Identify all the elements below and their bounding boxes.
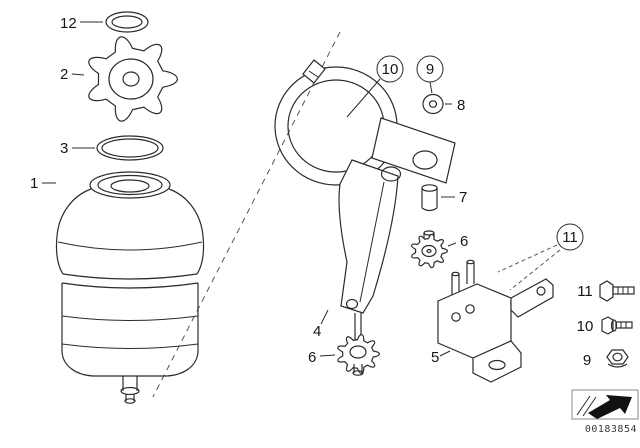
callout-2-label[interactable]: 2 xyxy=(60,66,68,83)
pin-sleeve-drawing xyxy=(421,184,438,212)
callout-12-label[interactable]: 12 xyxy=(60,15,77,32)
callout-10-circled[interactable]: 10 xyxy=(346,55,404,118)
image-code: 00183854 xyxy=(585,424,637,435)
legend-row-9[interactable]: 9 xyxy=(583,349,629,369)
callout-3[interactable]: 3 xyxy=(60,140,95,157)
direction-stamp: 00183854 xyxy=(571,389,639,435)
callout-11-leader-b xyxy=(509,249,561,291)
callout-2-leader xyxy=(71,73,85,76)
rubber-mount-lower-drawing xyxy=(337,334,380,376)
bracket-drawing xyxy=(338,159,402,346)
callout-9-label[interactable]: 9 xyxy=(426,61,434,78)
callout-6-upper[interactable]: 6 xyxy=(447,233,468,250)
callout-4-label[interactable]: 4 xyxy=(313,323,321,340)
callout-4-leader xyxy=(320,309,329,325)
callout-10-circle xyxy=(376,55,404,83)
callout-7[interactable]: 7 xyxy=(441,189,467,206)
legend-row-10[interactable]: 10 xyxy=(577,316,633,335)
callout-11-circled[interactable]: 11 xyxy=(497,223,584,291)
callout-10-leader xyxy=(346,78,381,118)
legend-10-label[interactable]: 10 xyxy=(577,318,594,335)
callout-5-leader xyxy=(439,350,451,357)
callout-11-circle xyxy=(556,223,584,251)
callout-6-lower-leader xyxy=(319,354,336,357)
callout-9-leader xyxy=(429,81,433,94)
support-bracket-drawing xyxy=(437,259,554,383)
rubber-mount-upper-drawing xyxy=(411,230,448,269)
callout-9-circle xyxy=(416,55,444,83)
callout-5-label[interactable]: 5 xyxy=(431,349,439,366)
legend-row-11[interactable]: 11 xyxy=(577,280,635,302)
washer-drawing xyxy=(422,93,444,115)
callout-11-label[interactable]: 11 xyxy=(562,229,578,246)
flange-nut-icon xyxy=(606,349,629,368)
seal-ring-drawing xyxy=(96,135,164,161)
callout-10-label[interactable]: 10 xyxy=(382,61,399,78)
callout-8[interactable]: 8 xyxy=(445,97,465,114)
callout-2[interactable]: 2 xyxy=(60,66,85,83)
callout-6-lower-label[interactable]: 6 xyxy=(308,349,316,366)
direction-arrow-icon xyxy=(576,395,632,419)
hex-bolt-icon xyxy=(599,280,635,302)
callout-1-label[interactable]: 1 xyxy=(30,175,38,192)
callout-1[interactable]: 1 xyxy=(30,175,56,192)
callout-4[interactable]: 4 xyxy=(313,309,329,340)
callout-11-leader-a xyxy=(497,244,558,273)
callout-6-upper-label[interactable]: 6 xyxy=(460,233,468,250)
holder-plate-drawing xyxy=(371,117,456,184)
callout-9-circled[interactable]: 9 xyxy=(416,55,444,94)
reservoir-drawing xyxy=(55,171,205,404)
callout-6-lower[interactable]: 6 xyxy=(308,349,336,366)
hex-screw-icon xyxy=(601,316,633,335)
reservoir-cap-drawing xyxy=(88,36,178,122)
callout-5[interactable]: 5 xyxy=(431,349,451,366)
callout-7-label[interactable]: 7 xyxy=(459,189,467,206)
legend-11-label[interactable]: 11 xyxy=(577,283,593,300)
separator-dashed-line xyxy=(152,31,341,398)
callout-3-label[interactable]: 3 xyxy=(60,140,68,157)
callout-6-upper-leader xyxy=(447,242,457,247)
oring-drawing xyxy=(105,11,149,33)
legend-9-label[interactable]: 9 xyxy=(583,352,591,369)
callout-12[interactable]: 12 xyxy=(60,15,103,32)
callout-8-label[interactable]: 8 xyxy=(457,97,465,114)
